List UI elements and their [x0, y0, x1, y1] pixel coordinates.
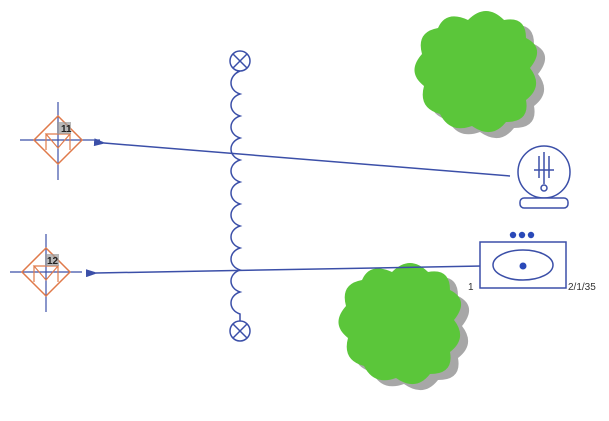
node-12-label: 12: [47, 256, 59, 267]
meter-symbol-icon[interactable]: [517, 145, 571, 209]
tree-top: [414, 11, 546, 139]
fixture-node-11[interactable]: 11: [20, 102, 100, 180]
device-box[interactable]: 1 2/1/35: [468, 231, 596, 293]
indicator-dot: [509, 231, 517, 239]
lamp-top-icon: [229, 50, 251, 72]
device-left-label: 1: [468, 282, 474, 293]
tree-bottom: [338, 263, 470, 391]
tree-bottom-canopy: [338, 263, 462, 385]
node-11-label: 11: [61, 124, 72, 135]
indicator-dot: [527, 231, 535, 239]
connection-line-bottom: [85, 265, 483, 278]
device-right-label: 2/1/35: [568, 282, 596, 293]
tree-top-canopy: [414, 11, 538, 133]
connection-line-top: [93, 138, 511, 177]
lamp-bottom-icon: [229, 320, 251, 342]
indicator-dot: [518, 231, 526, 239]
coiled-wire: [230, 70, 243, 321]
fixture-node-12[interactable]: 12: [10, 234, 82, 312]
